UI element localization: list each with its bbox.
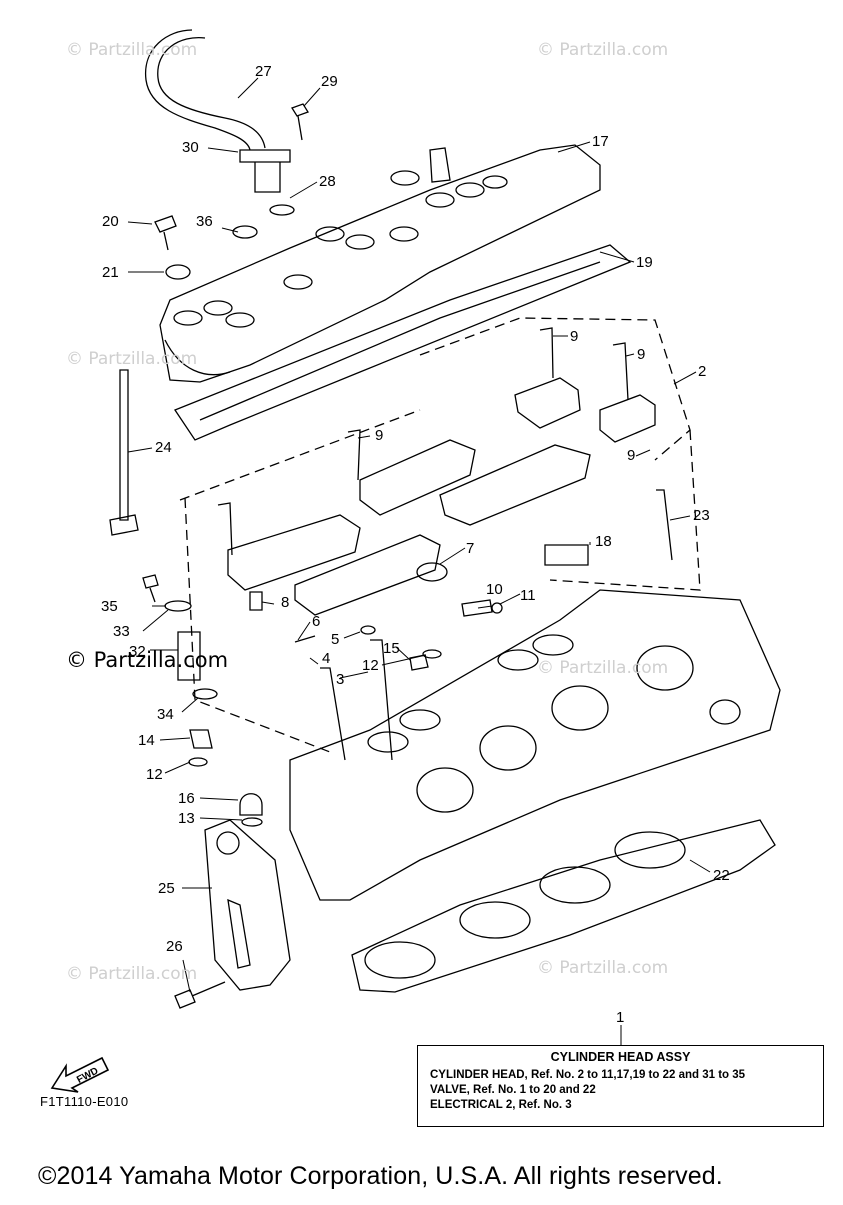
copyright: ©2014 Yamaha Motor Corporation, U.S.A. A… [38,1162,723,1190]
camshaft-cap [294,534,441,616]
callout: 15 [383,640,400,657]
callout: 33 [113,623,130,640]
camshaft-cap [359,439,476,516]
callout: 7 [466,540,474,557]
callout: 5 [331,631,339,648]
callout: 20 [102,213,119,230]
callout: 16 [178,790,195,807]
callout: 27 [255,63,272,80]
callout: 13 [178,810,195,827]
callout: 28 [319,173,336,190]
callout: 10 [486,581,503,598]
callout: 9 [570,328,578,345]
callout: 8 [281,594,289,611]
diagram-code: F1T1110-E010 [40,1094,129,1109]
callout: 14 [138,732,155,749]
callout: 12 [362,657,379,674]
breather-hose [157,36,266,149]
head-cover-gasket [174,244,632,441]
callout: 17 [592,133,609,150]
watermark: © Partzilla.com [66,349,198,369]
callout: 6 [312,613,320,630]
watermark: © Partzilla.com [66,40,198,60]
legend-line: CYLINDER HEAD, Ref. No. 2 to 11,17,19 to… [430,1069,746,1081]
callout: 3 [336,671,344,688]
callout: 9 [637,346,645,363]
callout: 21 [102,264,119,281]
callout: 19 [636,254,653,271]
head-cover [159,144,601,383]
callout: 24 [155,439,172,456]
camshaft-cap [599,394,656,443]
head-gasket [351,819,776,993]
callout: 12 [146,766,163,783]
callout: 25 [158,880,175,897]
watermark: © Partzilla.com [66,964,198,984]
camshaft-cap [514,377,581,429]
cylinder-head [289,589,781,901]
callout: 11 [520,587,536,604]
camshaft-cap [439,444,591,526]
watermark: © Partzilla.com [537,658,669,678]
watermark: © Partzilla.com [537,958,669,978]
legend-line: VALVE, Ref. No. 1 to 20 and 22 [430,1084,596,1096]
main-watermark: © Partzilla.com [66,648,229,672]
o-ring-28 [269,204,295,216]
legend-box: CYLINDER HEAD ASSY CYLINDER HEAD, Ref. N… [417,1045,824,1127]
callout: 35 [101,598,118,615]
callout: 9 [375,427,383,444]
hose-union [239,149,291,193]
callout: 30 [182,139,199,156]
callout: 4 [322,650,330,667]
callout: 36 [196,213,213,230]
legend-title: CYLINDER HEAD ASSY [550,1050,691,1064]
callout: 18 [595,533,612,550]
callout: 22 [713,867,730,884]
callout: 26 [166,938,183,955]
callout: 29 [321,73,338,90]
cable-strap [109,369,139,536]
camshaft-cap [227,514,361,591]
callout: 34 [157,706,174,723]
callout: 23 [693,507,710,524]
legend-line: ELECTRICAL 2, Ref. No. 3 [430,1099,572,1111]
callout: 2 [698,363,706,380]
fwd-arrow-icon: FWD [50,1056,110,1093]
watermark: © Partzilla.com [537,40,669,60]
fwd-label: FWD [75,1066,100,1086]
callout: 32 [129,643,146,660]
callout: 1 [616,1009,624,1026]
bracket [204,819,291,991]
callout: 9 [627,447,635,464]
